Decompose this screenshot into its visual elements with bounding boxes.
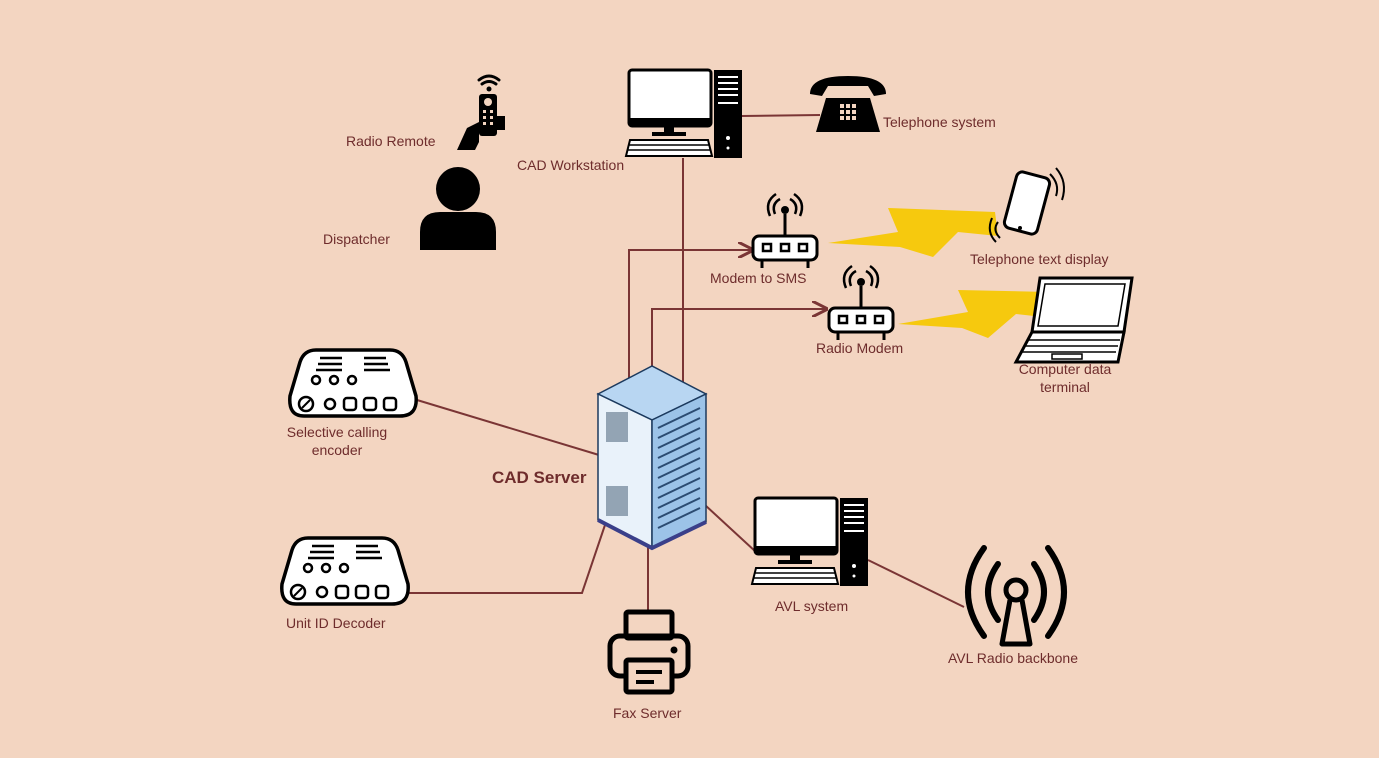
radio-modem-label: Radio Modem xyxy=(816,340,904,356)
link-avl-backbone xyxy=(867,559,965,608)
link-decoder-server xyxy=(409,521,607,594)
dispatcher-icon xyxy=(420,167,496,250)
dispatcher-label: Dispatcher xyxy=(323,231,390,247)
radio-tower-icon xyxy=(965,545,1067,647)
radio-modem-icon xyxy=(827,264,895,340)
fax-server-label: Fax Server xyxy=(613,705,682,721)
telephone-system-label: Telephone system xyxy=(883,114,996,130)
modem-sms-icon xyxy=(751,192,819,268)
server-rack-icon xyxy=(596,365,708,551)
mobile-phone-icon xyxy=(988,167,1065,243)
selective-calling-encoder-label-line1: Selective calling xyxy=(286,424,388,440)
avl-system-label: AVL system xyxy=(775,598,849,614)
selective-calling-encoder-icon xyxy=(288,348,418,418)
radio-remote-label: Radio Remote xyxy=(346,133,436,149)
cad-workstation-icon xyxy=(624,68,742,158)
link-server-radio-modem xyxy=(651,309,826,370)
modem-sms-label: Modem to SMS xyxy=(710,270,807,286)
laptop-icon xyxy=(1013,276,1134,364)
avl-radio-backbone-label: AVL Radio backbone xyxy=(948,650,1078,666)
radio-remote-icon xyxy=(457,74,505,150)
computer-data-terminal-label-line2: terminal xyxy=(1040,379,1090,395)
selective-calling-encoder-label-line2: encoder xyxy=(311,442,363,458)
telephone-text-display-label: Telephone text display xyxy=(970,251,1109,267)
avl-system-icon xyxy=(750,496,868,586)
link-server-modem-sms xyxy=(628,250,752,378)
link-server-avl xyxy=(704,504,757,553)
link-workstation-telephone xyxy=(741,114,821,117)
unit-id-decoder-label: Unit ID Decoder xyxy=(286,615,386,631)
cad-server-label: CAD Server xyxy=(492,468,587,487)
link-encoder-server xyxy=(416,399,600,456)
computer-data-terminal-label-line1: Computer data xyxy=(1018,361,1112,377)
unit-id-decoder-icon xyxy=(280,536,410,606)
printer-icon xyxy=(607,609,691,695)
cad-workstation-label: CAD Workstation xyxy=(517,157,625,173)
telephone-icon xyxy=(810,76,886,132)
